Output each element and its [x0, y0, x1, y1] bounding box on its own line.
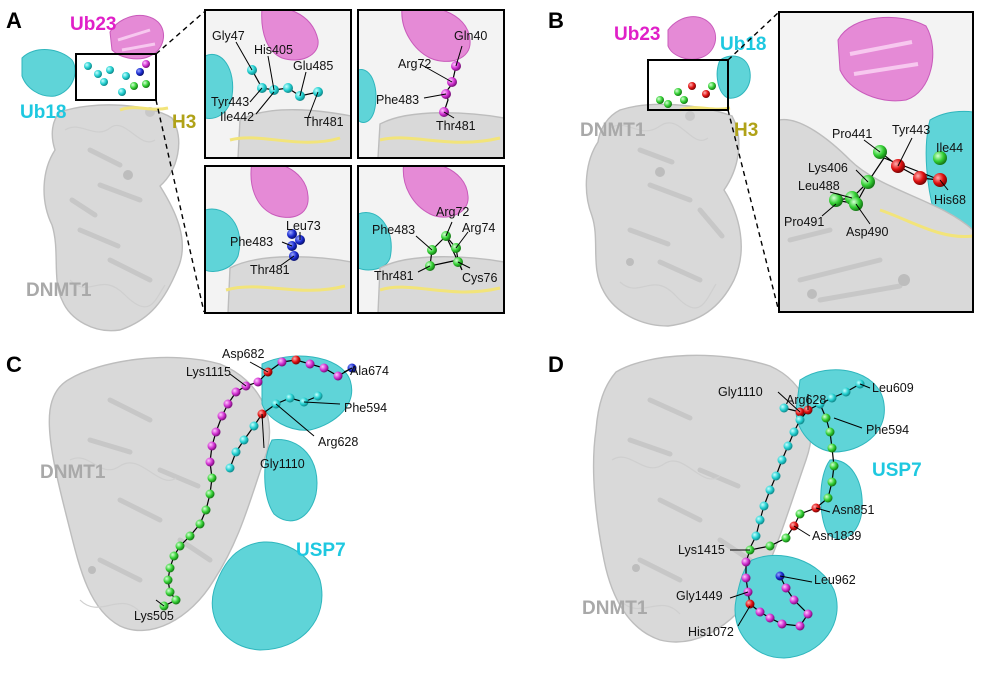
panel-b-label-ub18: Ub18: [720, 34, 766, 55]
panel-b-ub18-structure: [716, 55, 751, 99]
panel-c-label-dnmt1: DNMT1: [40, 462, 106, 483]
panel-b-h3-structure: [679, 106, 731, 112]
panel-a-inset-1: Gly47 His405 Glu485 Tyr443 Ile442 Thr481: [204, 9, 352, 159]
residue-label: Thr481: [374, 269, 414, 283]
residue-label: Phe483: [372, 223, 415, 237]
residue-label: Lys406: [808, 161, 848, 175]
residue-label: Arg74: [462, 221, 495, 235]
panel-d-label-usp7: USP7: [872, 460, 922, 481]
panel-a-label-ub18: Ub18: [20, 102, 66, 123]
panel-a-label-ub23: Ub23: [70, 14, 116, 35]
residue-label: Asn851: [832, 503, 874, 517]
residue-label: Phe594: [344, 401, 387, 415]
residue-label: Arg628: [318, 435, 358, 449]
residue-label: Gln40: [454, 29, 487, 43]
residue-label: Gly1110: [260, 457, 305, 471]
residue-label: Arg628: [786, 393, 826, 407]
residue-label: His68: [934, 193, 966, 207]
panel-a-inset-4: Arg72 Phe483 Arg74 Thr481 Cys76: [357, 165, 505, 314]
panel-a-inset-3: Leu73 Phe483 Thr481: [204, 165, 352, 314]
residue-label: Leu73: [286, 219, 321, 233]
residue-label: Asp682: [222, 347, 264, 361]
panel-c-dnmt1-structure: [48, 356, 271, 632]
residue-label: Asp490: [846, 225, 888, 239]
residue-label: Glu485: [293, 59, 333, 73]
panel-c-letter: C: [6, 352, 22, 377]
panel-a-letter: A: [6, 8, 22, 33]
residue-label: Phe594: [866, 423, 909, 437]
panel-b-dnmt1-structure: [585, 103, 742, 327]
panel-b-letter: B: [548, 8, 564, 33]
panel-b-overview-atoms: [656, 82, 716, 108]
residue-label: Pro491: [784, 215, 824, 229]
panel-a-zoom-box: [75, 53, 157, 101]
residue-label: Asn1839: [812, 529, 861, 543]
panel-b-inset: Pro441 Tyr443 Ile44 Lys406 Leu488 His68 …: [778, 11, 974, 313]
panel-d-label-dnmt1: DNMT1: [582, 598, 648, 619]
residue-label: Ile44: [936, 141, 963, 155]
residue-label: Gly1449: [676, 589, 723, 603]
panel-a-dnmt1-structure: [43, 104, 183, 332]
residue-label: Cys76: [462, 271, 497, 285]
panel-b: B Ub23 Ub18 H3 DNMT1: [548, 8, 974, 327]
panel-b-label-h3: H3: [734, 120, 758, 141]
panel-a-inset-2: Gln40 Arg72 Phe483 Thr481: [357, 9, 505, 159]
residue-label: Tyr443: [892, 123, 930, 137]
residue-label: Lys1415: [678, 543, 725, 557]
panel-a-h3-structure: [119, 106, 169, 112]
residue-label: Thr481: [436, 119, 476, 133]
panel-a-ub23-structure: [109, 14, 165, 60]
panel-b-zoom-box: [647, 59, 729, 111]
panel-d-letter: D: [548, 352, 564, 377]
residue-label: Lys505: [134, 609, 174, 623]
panel-a: A Ub23 Ub18 H3 DNMT1: [6, 8, 505, 332]
panel-c: C DNMT1 USP7: [6, 347, 389, 651]
residue-label: Thr481: [304, 115, 344, 129]
panel-a-ub18-structure: [21, 49, 76, 97]
panel-a-label-h3: H3: [172, 112, 196, 133]
residue-label: Leu488: [798, 179, 840, 193]
panel-a-label-dnmt1: DNMT1: [26, 280, 92, 301]
residue-label: Pro441: [832, 127, 872, 141]
panel-b-label-ub23: Ub23: [614, 24, 660, 45]
panel-b-label-dnmt1: DNMT1: [580, 120, 646, 141]
residue-label: Phe483: [376, 93, 419, 107]
residue-label: Ala674: [350, 364, 389, 378]
residue-label: Arg72: [436, 205, 469, 219]
residue-label: Ile442: [220, 110, 254, 124]
panel-a-overview-atoms: [84, 60, 150, 96]
panel-b-ub23-structure: [667, 16, 716, 60]
residue-label: Gly47: [212, 29, 245, 43]
panel-c-label-usp7: USP7: [296, 540, 346, 561]
residue-label: His1072: [688, 625, 734, 639]
panel-d: D DNMT1 USP7: [548, 352, 922, 659]
residue-label: His405: [254, 43, 293, 57]
residue-label: Arg72: [398, 57, 431, 71]
residue-label: Leu962: [814, 573, 856, 587]
residue-label: Lys1115: [186, 365, 231, 379]
residue-label: Phe483: [230, 235, 273, 249]
residue-label: Gly1110: [718, 385, 763, 399]
residue-label: Leu609: [872, 381, 914, 395]
residue-label: Thr481: [250, 263, 290, 277]
residue-label: Tyr443: [211, 95, 249, 109]
